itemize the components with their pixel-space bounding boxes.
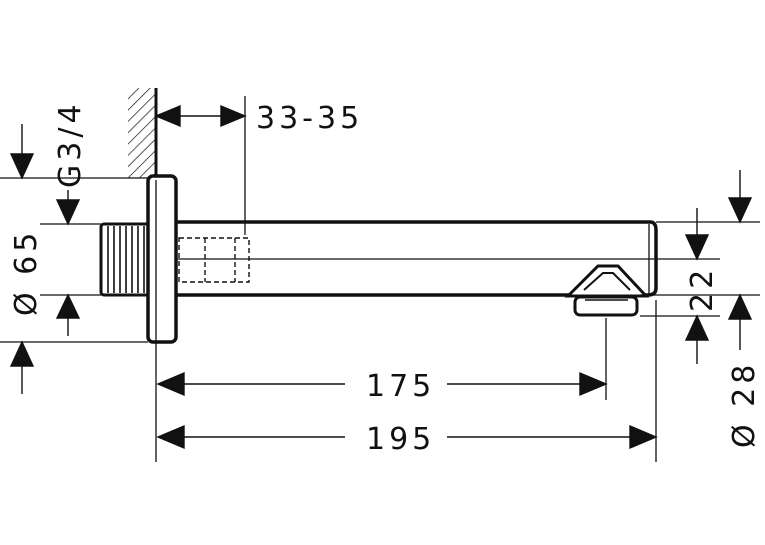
rosette-diameter-label: Ø 65 xyxy=(9,229,44,316)
aerator xyxy=(564,264,650,317)
wall-hatch xyxy=(128,88,158,178)
outlet-diameter-label: Ø 28 xyxy=(727,361,762,448)
rosette xyxy=(146,174,178,344)
outlet-reach-label: 175 xyxy=(366,369,435,404)
dimension-arrows xyxy=(9,104,753,450)
wall-depth-label: 33-35 xyxy=(256,101,363,136)
spout-offset-label: 22 xyxy=(685,266,720,312)
thread-label: G3/4 xyxy=(53,100,88,188)
hidden-fixing xyxy=(178,237,250,283)
total-length-label: 195 xyxy=(366,422,435,457)
thread-connector xyxy=(99,222,153,297)
